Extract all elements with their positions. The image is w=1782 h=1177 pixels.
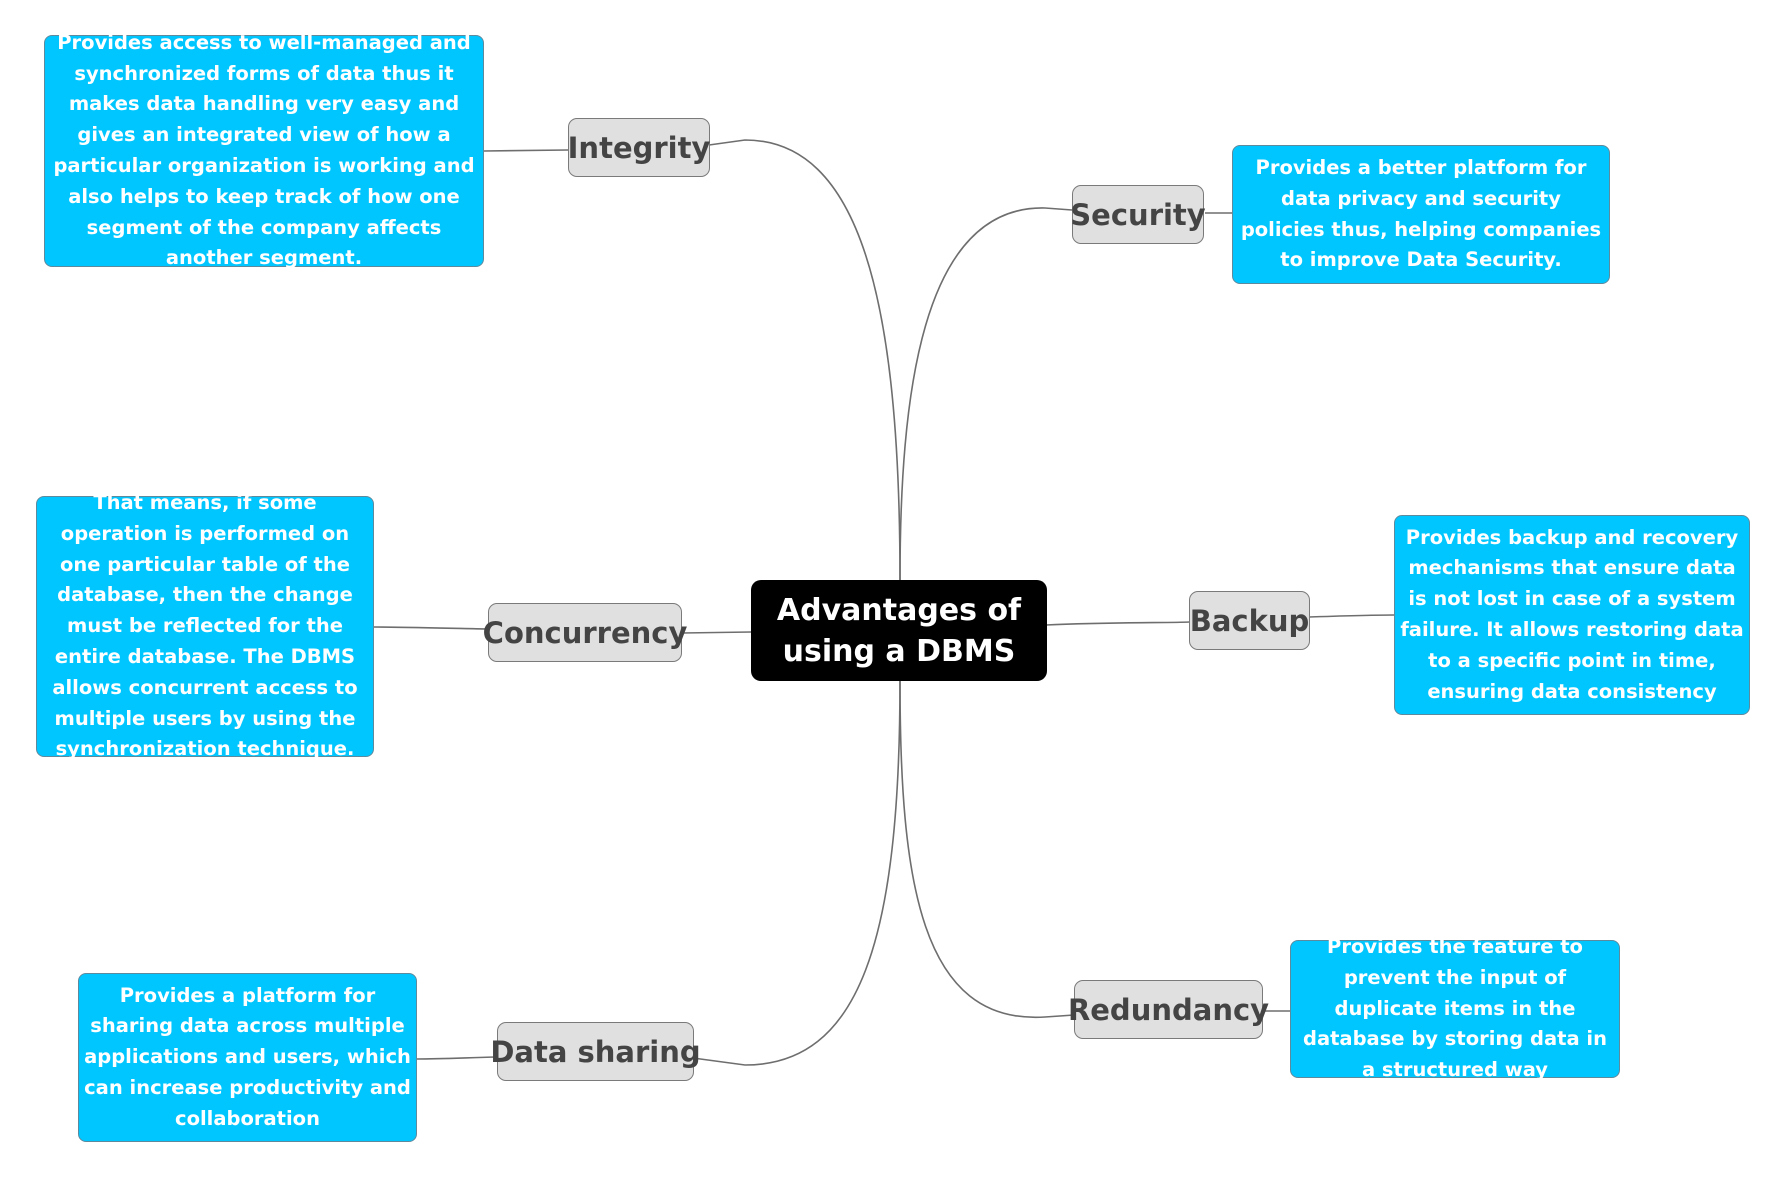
description-data-sharing-text: Provides a platform for sharing data acr… bbox=[84, 983, 411, 1130]
connector-central-datasharing bbox=[692, 679, 901, 1066]
description-integrity[interactable]: Provides access to well-managed and sync… bbox=[44, 31, 484, 269]
description-security[interactable]: Provides a better platform for data priv… bbox=[1232, 145, 1610, 284]
topic-concurrency[interactable]: Concurrency bbox=[483, 603, 687, 662]
description-redundancy[interactable]: Provides the feature to prevent the inpu… bbox=[1290, 935, 1620, 1081]
connector-central-security bbox=[899, 207, 1073, 581]
description-backup[interactable]: Provides backup and recovery mechanisms … bbox=[1394, 515, 1750, 715]
central-topic-line-2: using a DBMS bbox=[782, 633, 1016, 669]
description-concurrency-text: That means, if some operation is perform… bbox=[52, 490, 358, 761]
topic-redundancy[interactable]: Redundancy bbox=[1068, 980, 1269, 1039]
connector-central-backup bbox=[1045, 621, 1190, 626]
topic-integrity[interactable]: Integrity bbox=[568, 118, 710, 177]
topic-redundancy-label: Redundancy bbox=[1067, 992, 1270, 1027]
connector-central-concurrency bbox=[681, 631, 752, 634]
description-integrity-text: Provides access to well-managed and sync… bbox=[53, 30, 475, 270]
topic-security-label: Security bbox=[1070, 197, 1206, 232]
description-data-sharing[interactable]: Provides a platform for sharing data acr… bbox=[78, 973, 417, 1142]
description-security-text: Provides a better platform for data priv… bbox=[1240, 155, 1602, 272]
description-redundancy-text: Provides the feature to prevent the inpu… bbox=[1302, 935, 1607, 1082]
topic-data-sharing[interactable]: Data sharing bbox=[490, 1022, 701, 1081]
connector-central-redundancy bbox=[899, 679, 1075, 1018]
connector-backup-desc bbox=[1308, 614, 1395, 618]
connector-central-integrity bbox=[708, 139, 901, 581]
topic-data-sharing-label: Data sharing bbox=[490, 1034, 701, 1069]
connector-datasharing-desc bbox=[416, 1056, 498, 1060]
topic-integrity-label: Integrity bbox=[567, 130, 711, 165]
central-topic[interactable]: Advantages of using a DBMS bbox=[751, 580, 1047, 681]
topic-backup-label: Backup bbox=[1189, 603, 1310, 638]
description-concurrency[interactable]: That means, if some operation is perform… bbox=[36, 491, 374, 760]
connector-integrity-desc bbox=[483, 149, 569, 152]
description-backup-text: Provides backup and recovery mechanisms … bbox=[1400, 525, 1744, 703]
connector-concurrency-desc bbox=[373, 626, 489, 630]
central-topic-line-1: Advantages of bbox=[776, 592, 1022, 628]
topic-concurrency-label: Concurrency bbox=[482, 615, 688, 650]
topic-security[interactable]: Security bbox=[1070, 185, 1206, 244]
topic-backup[interactable]: Backup bbox=[1189, 591, 1310, 650]
